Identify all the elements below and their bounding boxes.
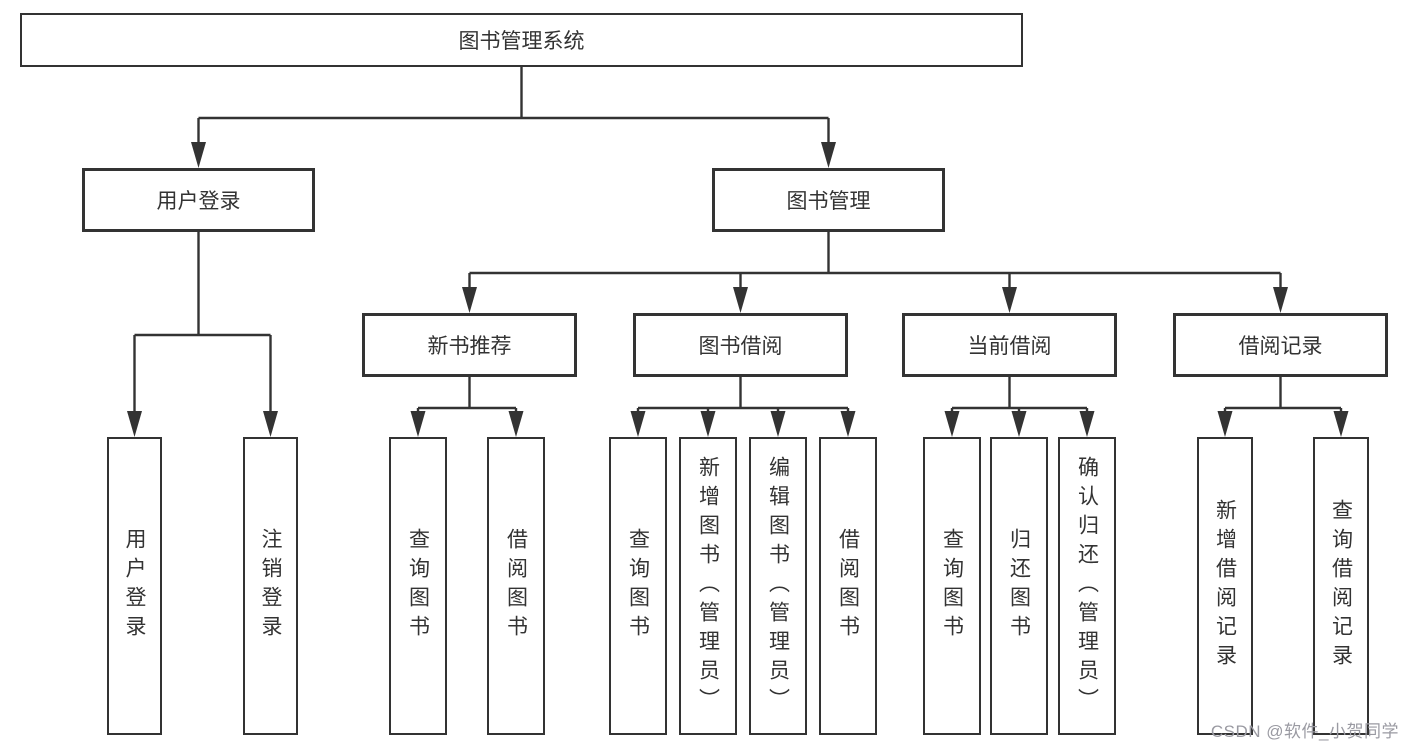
arrowhead xyxy=(630,411,646,437)
arrowhead xyxy=(1333,411,1349,437)
leaf-user-login: 用户登录 xyxy=(107,437,162,735)
leaf-query-books: 查询图书 xyxy=(389,437,447,735)
leaf-logout: 注销登录 xyxy=(243,437,298,735)
arrowhead xyxy=(1217,411,1233,437)
leaf-edit-book-admin: 编辑图书（管理员） xyxy=(749,437,807,735)
arrowhead xyxy=(700,411,716,437)
node-current-borrowing: 当前借阅 xyxy=(902,313,1117,377)
node-user-login: 用户登录 xyxy=(82,168,315,232)
node-root-library-management-system: 图书管理系统 xyxy=(20,13,1023,67)
node-new-book-recommend: 新书推荐 xyxy=(362,313,577,377)
arrowhead xyxy=(1002,287,1017,313)
arrowhead xyxy=(127,411,142,437)
arrowhead xyxy=(840,411,856,437)
node-book-management: 图书管理 xyxy=(712,168,945,232)
arrowhead xyxy=(1273,287,1288,313)
leaf-return-book: 归还图书 xyxy=(990,437,1048,735)
leaf-add-borrow-record: 新增借阅记录 xyxy=(1197,437,1253,735)
arrowhead xyxy=(770,411,786,437)
connector-book-borrowing-children xyxy=(630,377,856,437)
leaf-query-borrow-record: 查询借阅记录 xyxy=(1313,437,1369,735)
node-book-borrowing: 图书借阅 xyxy=(633,313,848,377)
connector-current-borrowing-children xyxy=(944,377,1095,437)
leaf-borrow-books-2: 借阅图书 xyxy=(819,437,877,735)
leaf-query-books-3: 查询图书 xyxy=(923,437,981,735)
connector-book-management-children xyxy=(462,232,1288,313)
arrowhead xyxy=(462,287,477,313)
node-borrowing-records: 借阅记录 xyxy=(1173,313,1388,377)
arrowhead xyxy=(191,142,206,168)
connector-borrowing-records-children xyxy=(1217,377,1349,437)
arrowhead xyxy=(508,411,524,437)
arrowhead xyxy=(733,287,748,313)
arrowhead xyxy=(410,411,426,437)
arrowhead xyxy=(263,411,278,437)
connector-new-book-recommend-children xyxy=(410,377,524,437)
leaf-confirm-return-admin: 确认归还（管理员） xyxy=(1058,437,1116,735)
connector-root-to-level2 xyxy=(191,67,836,168)
arrowhead xyxy=(1011,411,1027,437)
leaf-borrow-books: 借阅图书 xyxy=(487,437,545,735)
csdn-watermark: CSDN @软件_小贺同学 xyxy=(1210,722,1399,741)
arrowhead xyxy=(944,411,960,437)
connector-user-login-children xyxy=(127,232,278,437)
arrowhead xyxy=(1079,411,1095,437)
leaf-add-book-admin: 新增图书（管理员） xyxy=(679,437,737,735)
leaf-query-books-2: 查询图书 xyxy=(609,437,667,735)
arrowhead xyxy=(821,142,836,168)
